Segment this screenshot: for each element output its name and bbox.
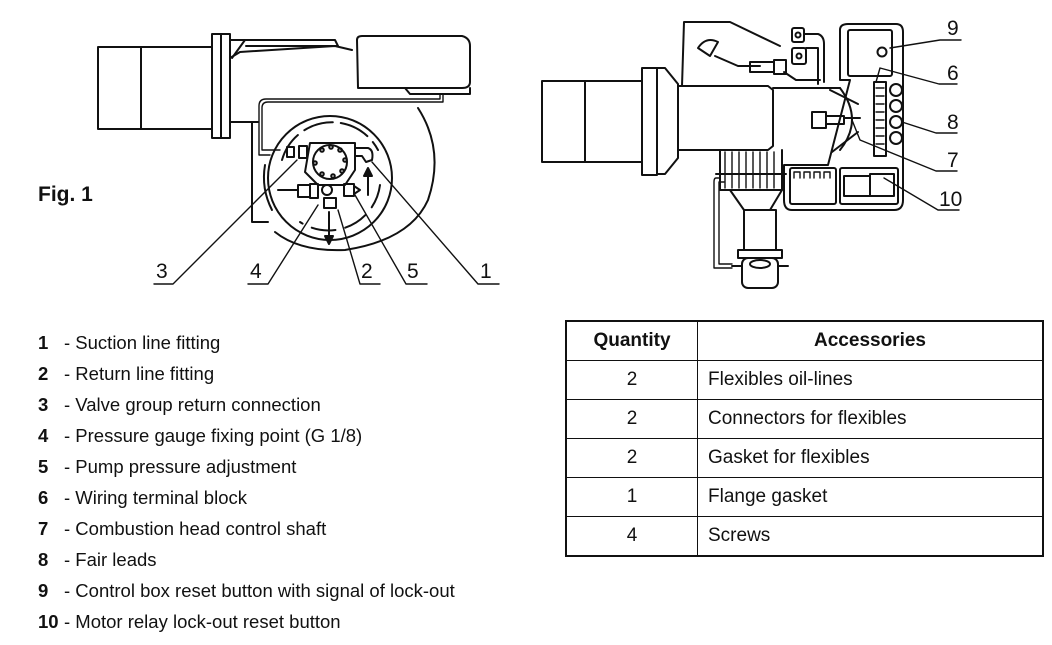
callout-10: 10 (939, 188, 962, 211)
legend-number: 5 (38, 456, 49, 477)
legend-item: 6 - Wiring terminal block (38, 487, 247, 511)
callout-7: 7 (947, 149, 959, 172)
blast-tube (97, 46, 213, 130)
legend-item: 9 - Control box reset button with signal … (38, 580, 455, 604)
header-quantity: Quantity (565, 320, 698, 361)
legend-text: - Valve group return connection (64, 394, 321, 415)
table-row: 2 Gasket for flexibles (565, 438, 1044, 478)
table-row: 2 Flexibles oil-lines (565, 360, 1044, 400)
legend-item: 4 - Pressure gauge fixing point (G 1/8) (38, 425, 362, 449)
callout-1: 1 (480, 260, 492, 283)
legend-item: 2 - Return line fitting (38, 363, 214, 387)
callout-4: 4 (250, 260, 262, 283)
blast-tube (541, 80, 643, 163)
legend-item: 1 - Suction line fitting (38, 332, 220, 356)
accessory-cell: Flexibles oil-lines (697, 360, 1044, 400)
callout-9: 9 (947, 17, 959, 40)
accessories-table: Quantity Accessories 2 Flexibles oil-lin… (565, 320, 1044, 557)
callout-leaders (851, 39, 962, 211)
legend-text: - Return line fitting (64, 363, 215, 384)
fan-housing (274, 107, 436, 252)
control-box (356, 35, 471, 89)
legend-item: 7 - Combustion head control shaft (38, 518, 326, 542)
legend-item: 5 - Pump pressure adjustment (38, 456, 296, 480)
callout-2: 2 (361, 260, 373, 283)
quantity-cell: 1 (565, 477, 698, 517)
legend-number: 4 (38, 425, 49, 446)
burner-top-view-drawing: 9 6 8 7 10 (541, 17, 962, 289)
legend-number: 3 (38, 394, 49, 415)
accessory-cell: Flange gasket (697, 477, 1044, 517)
callout-8: 8 (947, 111, 959, 134)
quantity-cell: 4 (565, 516, 698, 557)
legend-number: 2 (38, 363, 49, 384)
accessory-cell: Gasket for flexibles (697, 438, 1044, 478)
legend-number: 6 (38, 487, 49, 508)
quantity-cell: 2 (565, 438, 698, 478)
callout-leaders (153, 159, 500, 285)
callout-3: 3 (156, 260, 168, 283)
legend-text: - Combustion head control shaft (64, 518, 327, 539)
legend-item: 10- Motor relay lock-out reset button (38, 611, 341, 635)
legend-item: 8 - Fair leads (38, 549, 157, 573)
accessory-cell: Screws (697, 516, 1044, 557)
table-row: 1 Flange gasket (565, 477, 1044, 517)
terminal-block (873, 81, 887, 157)
table-row: 4 Screws (565, 516, 1044, 557)
legend-text: - Wiring terminal block (64, 487, 247, 508)
callout-6: 6 (947, 62, 959, 85)
legend-text: - Suction line fitting (64, 332, 221, 353)
burner-side-view-drawing: 3 4 2 5 1 (97, 33, 500, 285)
legend-item: 3 - Valve group return connection (38, 394, 321, 418)
legend-number: 1 (38, 332, 49, 353)
quantity-cell: 2 (565, 360, 698, 400)
control-panel (783, 23, 904, 211)
quantity-cell: 2 (565, 399, 698, 439)
legend-number: 8 (38, 549, 49, 570)
legend-number: 7 (38, 518, 49, 539)
table-row: 2 Connectors for flexibles (565, 399, 1044, 439)
figure-label: Fig. 1 (38, 183, 93, 206)
table-header-row: Quantity Accessories (565, 320, 1044, 361)
legend-text: - Motor relay lock-out reset button (64, 611, 341, 632)
legend-text: - Pump pressure adjustment (64, 456, 297, 477)
legend-text: - Control box reset button with signal o… (64, 580, 455, 601)
legend-number: 9 (38, 580, 49, 601)
reset-button-icon (876, 46, 888, 58)
callout-5: 5 (407, 260, 419, 283)
legend-text: - Fair leads (64, 549, 157, 570)
header-accessories: Accessories (697, 320, 1044, 361)
legend-text: - Pressure gauge fixing point (G 1/8) (64, 425, 363, 446)
legend-number: 10 (38, 611, 59, 632)
accessory-cell: Connectors for flexibles (697, 399, 1044, 439)
